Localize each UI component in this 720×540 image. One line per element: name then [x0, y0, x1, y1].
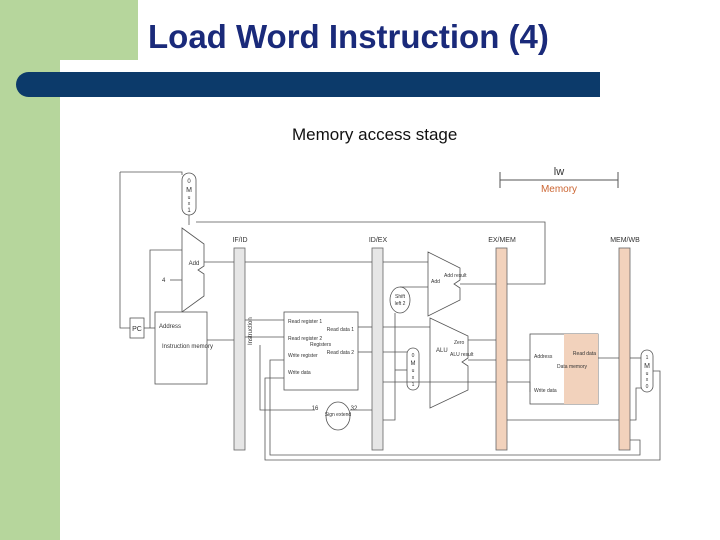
sign-extend-in: 16 [312, 406, 319, 412]
sidebar-corner [60, 60, 140, 540]
stage-label: Memory [541, 184, 577, 195]
reg-data1: Read data 1 [327, 327, 354, 333]
alu-unit [429, 317, 469, 409]
reg-read1: Read register 1 [288, 319, 322, 325]
instruction-memory [154, 311, 208, 385]
mux-right-u: u [646, 371, 649, 377]
mux-left-m: M [186, 187, 192, 194]
mux-alu-u: u [412, 368, 415, 374]
pc-label: PC [132, 326, 142, 333]
instruction-label: Instruction [248, 317, 254, 345]
title-underline-bar [16, 72, 600, 97]
sign-extend-out: 32 [351, 406, 358, 412]
reg-read2: Read register 2 [288, 336, 322, 342]
data-memory-highlight [564, 334, 598, 404]
mux-right-in1: 1 [646, 355, 649, 361]
mux-left-x: x [188, 201, 191, 207]
imem-title: Instruction memory [162, 344, 213, 350]
mux-alu-in1: 1 [412, 382, 415, 388]
sign-extend-unit [325, 401, 351, 431]
stage-indicator: lw Memory [499, 166, 619, 195]
sign-extend-title: Sign extend [325, 412, 352, 418]
branch-adder [427, 251, 461, 317]
mux-right-m: M [644, 363, 650, 370]
mux-alu-m: M [411, 361, 416, 367]
dmem-title: Data memory [557, 364, 588, 370]
alu-src-mux [406, 347, 420, 391]
idex-register [371, 247, 384, 451]
mux-left-in0: 0 [187, 179, 191, 185]
register-file [283, 311, 359, 391]
alu-zero: Zero [454, 340, 465, 346]
ifid-register [233, 247, 246, 451]
reg-write: Write register [288, 353, 318, 359]
mux-right-x: x [646, 377, 649, 383]
memwb-register [618, 247, 631, 451]
mux-left-in1: 1 [187, 208, 191, 214]
mux-right-in0: 0 [646, 384, 649, 390]
imem-address: Address [159, 324, 181, 330]
pc-adder [181, 227, 205, 313]
slide-title: Load Word Instruction (4) [148, 18, 549, 55]
stage-instruction: lw [554, 166, 564, 178]
dmem-address: Address [534, 354, 553, 360]
reg-data2: Read data 2 [327, 350, 354, 356]
mux-alu-in0: 0 [412, 353, 415, 359]
exmem-register [495, 247, 508, 451]
branch-adder-label: Add [431, 279, 440, 285]
alu-name: ALU [436, 348, 448, 354]
datapath-wires [119, 171, 661, 461]
pc-adder-label: Add [189, 261, 200, 267]
const-four: 4 [162, 278, 166, 284]
mux-left-u: u [188, 195, 191, 201]
registers-title: Registers [310, 342, 332, 348]
dmem-readdata: Read data [573, 351, 596, 357]
memwb-label: MEM/WB [610, 237, 640, 244]
branch-adder-result: Add result [444, 273, 467, 279]
shift-line2: left 2 [395, 301, 406, 307]
idex-label: ID/EX [369, 237, 388, 244]
dmem-writedata: Write data [534, 388, 557, 394]
mux-alu-x: x [412, 375, 415, 381]
shift-left-unit [389, 286, 411, 314]
ifid-label: IF/ID [232, 237, 247, 244]
shift-line1: Shift [395, 294, 406, 300]
reg-writedata: Write data [288, 370, 311, 376]
alu-result: ALU result [450, 352, 474, 358]
slide-subtitle: Memory access stage [292, 125, 458, 144]
sidebar-band-lower [0, 60, 60, 540]
exmem-label: EX/MEM [488, 237, 516, 244]
